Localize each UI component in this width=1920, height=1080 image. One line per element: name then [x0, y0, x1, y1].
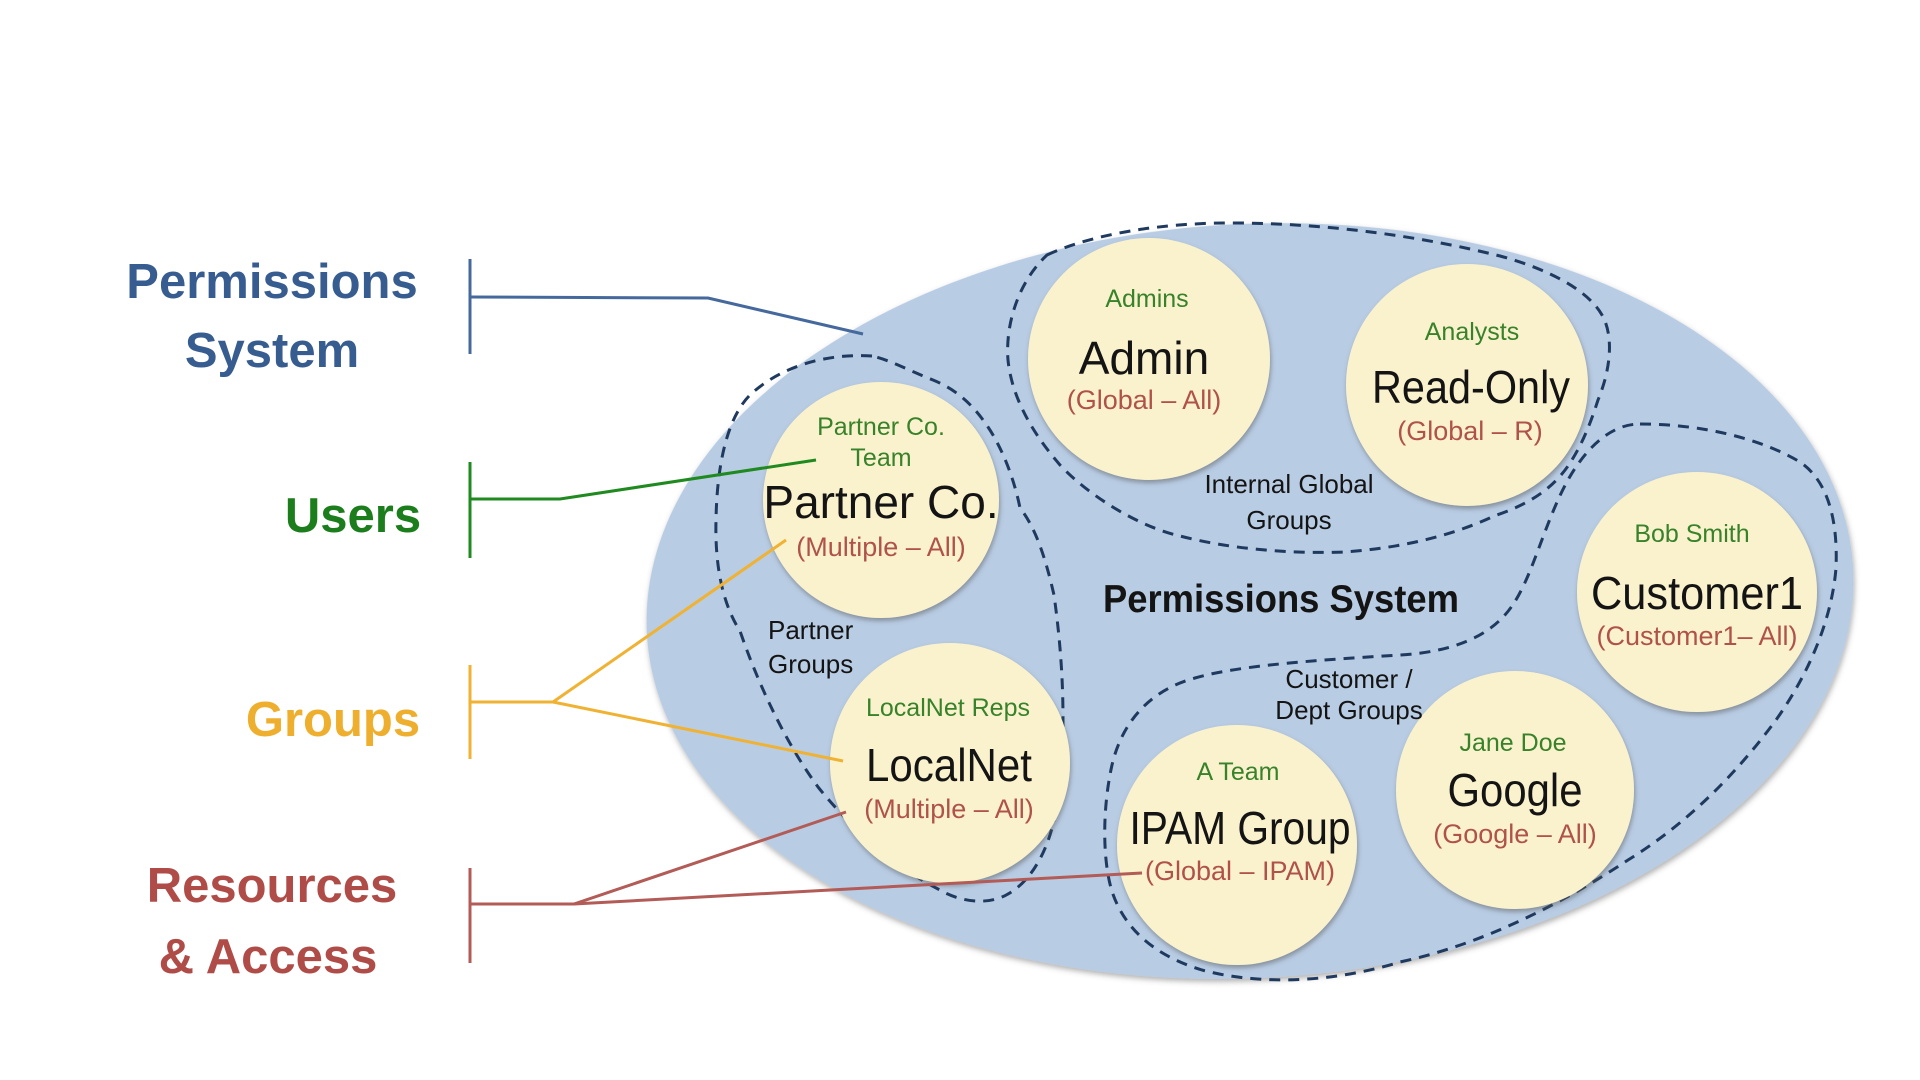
svg-text:Internal Global: Internal Global [1204, 469, 1373, 499]
svg-text:A Team: A Team [1197, 758, 1280, 786]
svg-text:Dept Groups: Dept Groups [1275, 695, 1422, 725]
svg-text:Resources: Resources [147, 859, 398, 913]
svg-text:Users: Users [285, 489, 421, 543]
svg-text:Bob Smith: Bob Smith [1634, 520, 1749, 548]
svg-text:Partner Co.: Partner Co. [763, 476, 998, 528]
svg-text:(Global – All): (Global – All) [1067, 385, 1222, 415]
svg-text:Google: Google [1448, 764, 1583, 816]
svg-text:Partner Co.: Partner Co. [817, 413, 945, 441]
svg-text:Analysts: Analysts [1425, 318, 1519, 346]
svg-text:Groups: Groups [1246, 505, 1331, 535]
svg-text:Groups: Groups [246, 693, 420, 747]
svg-text:Jane Doe: Jane Doe [1459, 729, 1566, 757]
svg-text:IPAM Group: IPAM Group [1130, 802, 1351, 854]
svg-text:Groups: Groups [768, 649, 853, 679]
svg-text:Customer /: Customer / [1285, 664, 1413, 694]
svg-text:(Customer1– All): (Customer1– All) [1596, 621, 1797, 651]
svg-text:Partner: Partner [768, 615, 854, 645]
svg-text:Admins: Admins [1105, 285, 1188, 313]
svg-text:LocalNet: LocalNet [866, 739, 1032, 791]
svg-text:LocalNet Reps: LocalNet Reps [866, 694, 1030, 722]
svg-text:(Multiple – All): (Multiple – All) [864, 794, 1034, 824]
svg-text:Customer1: Customer1 [1591, 567, 1803, 619]
svg-text:System: System [185, 324, 359, 378]
svg-text:Permissions: Permissions [126, 255, 417, 309]
svg-text:(Google – All): (Google – All) [1433, 819, 1597, 849]
svg-text:(Multiple – All): (Multiple – All) [796, 532, 966, 562]
svg-text:(Global – R): (Global – R) [1397, 416, 1543, 446]
svg-text:Permissions System: Permissions System [1103, 578, 1459, 621]
svg-text:Admin: Admin [1079, 332, 1209, 384]
svg-text:& Access: & Access [159, 930, 378, 984]
svg-text:(Global – IPAM): (Global – IPAM) [1145, 856, 1335, 886]
svg-text:Team: Team [850, 444, 911, 472]
svg-text:Read-Only: Read-Only [1372, 361, 1570, 413]
